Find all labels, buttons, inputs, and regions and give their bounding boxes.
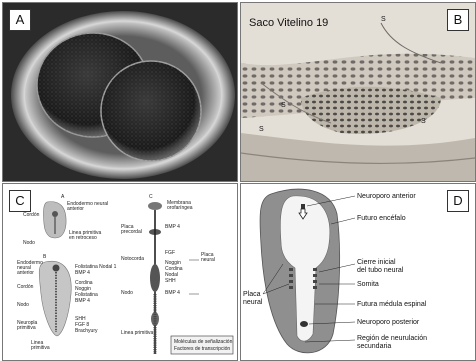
textA-3: en retroceso: [69, 235, 97, 241]
panel-c-label: C: [9, 190, 31, 212]
textA-1: anterior: [67, 206, 84, 212]
panel-d: Neuroporo anterior Futuro encéfalo Cierr…: [240, 183, 476, 361]
d-label-5: Futura médula espinal: [357, 301, 427, 308]
textB-8: primitiva: [31, 345, 50, 351]
textB2-1: BMP 4: [75, 270, 90, 276]
box-text-1: Factores de transcripción: [174, 346, 230, 352]
d-label-9: Placa: [243, 291, 261, 298]
textB-2: anterior: [17, 270, 34, 276]
textC-3: precordal: [121, 229, 142, 235]
textA-5: Nodo: [23, 240, 35, 246]
d-label-4: Somita: [357, 281, 379, 288]
textB-3: Cordón: [17, 284, 34, 290]
d-label-2: Cierre inicial: [357, 259, 396, 266]
sub-c: C: [149, 194, 153, 200]
panel-b-label: B: [447, 9, 469, 31]
panel-b: S S S S Saco Vitelino 19 B: [240, 2, 476, 182]
histology-section-image: S S S S: [241, 3, 475, 181]
panel-d-label: D: [447, 190, 469, 212]
d-label-7: Región de neurulación: [357, 335, 427, 342]
sub-a: A: [61, 194, 65, 200]
textC-9: neural: [201, 257, 215, 263]
d-label-0: Neuroporo anterior: [357, 193, 416, 200]
d-label-6: Neuroporo posterior: [357, 319, 420, 326]
panel-c: A Endodermo neural anterior Linea primit…: [2, 183, 238, 361]
textB-6: primitiva: [17, 325, 36, 331]
signaling-diagram: A Endodermo neural anterior Linea primit…: [3, 184, 237, 360]
textC-5: Nodo: [121, 290, 133, 296]
sub-b: B: [43, 254, 47, 260]
textB2-8: Brachyury: [75, 328, 98, 334]
textC-15: BMP 4: [165, 290, 180, 296]
textC-10: FGF: [165, 250, 175, 256]
textB2-5: BMP 4: [75, 298, 90, 304]
panel-a: A: [2, 2, 238, 182]
textC-6: Linea primitiva: [121, 330, 153, 336]
panel-a-label: A: [9, 9, 31, 31]
box-text-0: Moléculas de señalización: [174, 339, 233, 345]
textC-7: BMP 4: [165, 224, 180, 230]
marker-s-4: S: [421, 118, 426, 125]
d-label-8: secundaria: [357, 343, 391, 350]
d-label-3: del tubo neural: [357, 267, 404, 274]
textA-4: Cordón: [23, 212, 40, 218]
textB-4: Nodo: [17, 302, 29, 308]
textC-14: SHH: [165, 278, 176, 284]
two-cell-embryo-image: [3, 3, 237, 181]
d-label-10: neural: [243, 299, 263, 306]
textC-4: Notocorda: [121, 256, 144, 262]
marker-s-1: S: [381, 16, 386, 23]
neural-plate-diagram: Neuroporo anterior Futuro encéfalo Cierr…: [241, 184, 475, 360]
marker-s-2: S: [259, 126, 264, 133]
panel-b-title: Saco Vitelino 19: [249, 17, 328, 29]
marker-s-3: S: [281, 102, 286, 109]
textC-1: orofaríngea: [167, 205, 193, 211]
d-label-1: Futuro encéfalo: [357, 215, 406, 222]
